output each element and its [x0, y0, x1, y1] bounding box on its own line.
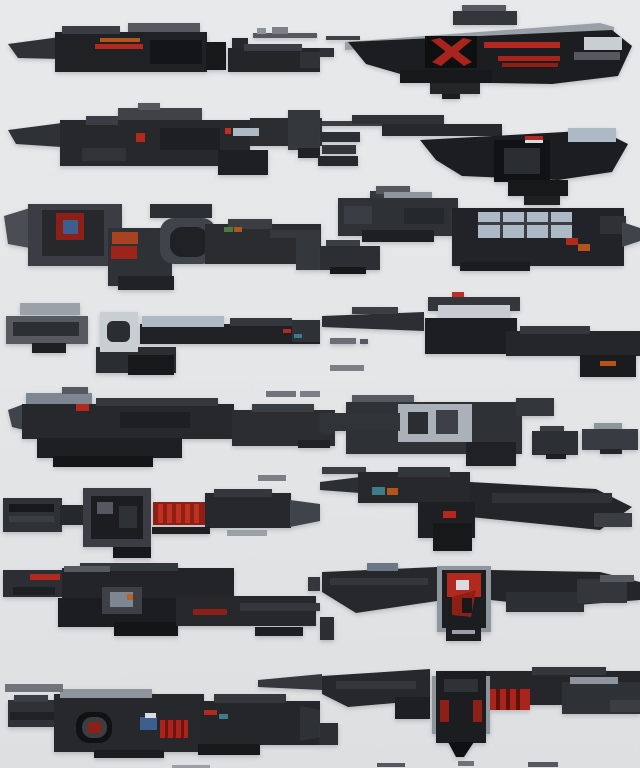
illegible-smudge-mark	[377, 763, 405, 767]
ship-swept-wing-row6-right	[320, 467, 632, 551]
ship-shuttle-row3-right	[320, 240, 380, 274]
illegible-smudge-mark	[258, 475, 286, 481]
illegible-smudge-mark	[227, 530, 267, 536]
illegible-smudge-mark	[300, 391, 320, 397]
ship-escort-a-row5-right	[532, 426, 578, 459]
illegible-smudge-mark	[172, 765, 210, 768]
ship-escort-b-row5-right	[582, 423, 638, 454]
ship-dome-corvette-row3-right	[338, 186, 458, 242]
ship-capital-row1-left	[8, 23, 320, 72]
illegible-smudge-mark	[458, 761, 474, 766]
ship-freighter-row8-left	[8, 689, 320, 758]
ship-gunship-row4-left	[6, 303, 320, 375]
illegible-smudge-mark	[528, 762, 558, 767]
ship-grill-freighter-row6-left	[3, 488, 320, 558]
ship-sleek-cruiser-row2-right	[318, 115, 628, 205]
ship-gunship-row7-left	[3, 563, 320, 636]
ship-greenhouse-cruiser-row3-right	[452, 208, 640, 271]
ship-flagship-row1-right	[320, 5, 632, 99]
illegible-smudge-mark	[64, 566, 110, 572]
ship-machinery-row5-right	[320, 395, 554, 466]
illegible-smudge-mark	[257, 28, 266, 34]
ship-head-prow-row8-right	[258, 667, 640, 757]
illegible-smudge-mark	[266, 391, 296, 397]
illegible-smudge-mark	[5, 684, 63, 692]
illegible-smudge-mark	[272, 27, 288, 34]
ship-canopy-destroyer-row4-right	[322, 292, 640, 377]
illegible-smudge-mark	[330, 365, 364, 371]
ship-layered-destroyer-row5-left	[8, 387, 335, 467]
ship-heavy-frigate-row3-left	[4, 204, 321, 290]
ship-cruiser-row2-left	[8, 103, 322, 175]
ship-winged-row7-right	[320, 563, 640, 641]
